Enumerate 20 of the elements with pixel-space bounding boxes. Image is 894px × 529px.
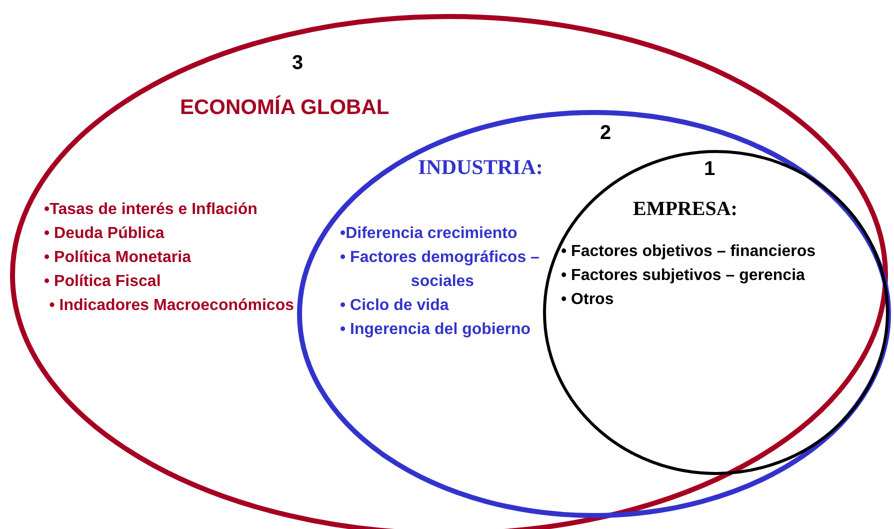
region-number: 1	[704, 158, 716, 181]
ellipse-region	[543, 150, 889, 475]
ellipse-region	[10, 14, 888, 529]
bullet-item: • Indicadores Macroeconómicos	[48, 296, 294, 316]
bullet-item: • Otros	[561, 290, 614, 310]
bullet-item: • Factores objetivos – financieros	[561, 242, 816, 262]
region-number: 2	[600, 122, 612, 145]
region-title: INDUSTRIA:	[418, 155, 543, 180]
bullet-item: • Factores subjetivos – gerencia	[561, 266, 805, 286]
region-title: EMPRESA:	[633, 198, 738, 221]
bullet-item: • Política Monetaria	[44, 248, 191, 268]
bullet-item: • Deuda Pública	[44, 224, 164, 244]
region-number: 3	[292, 52, 304, 75]
bullet-item: • Factores demográficos – sociales	[340, 248, 540, 292]
bullet-item: •Diferencia crecimiento	[340, 224, 518, 244]
region-title: ECONOMÍA GLOBAL	[180, 96, 390, 120]
bullet-item: • Ingerencia del gobierno	[340, 320, 531, 340]
bullet-item: • Ciclo de vida	[340, 296, 449, 316]
bullet-item: •Tasas de interés e Inflación	[44, 200, 258, 220]
bullet-item: • Política Fiscal	[44, 272, 161, 292]
